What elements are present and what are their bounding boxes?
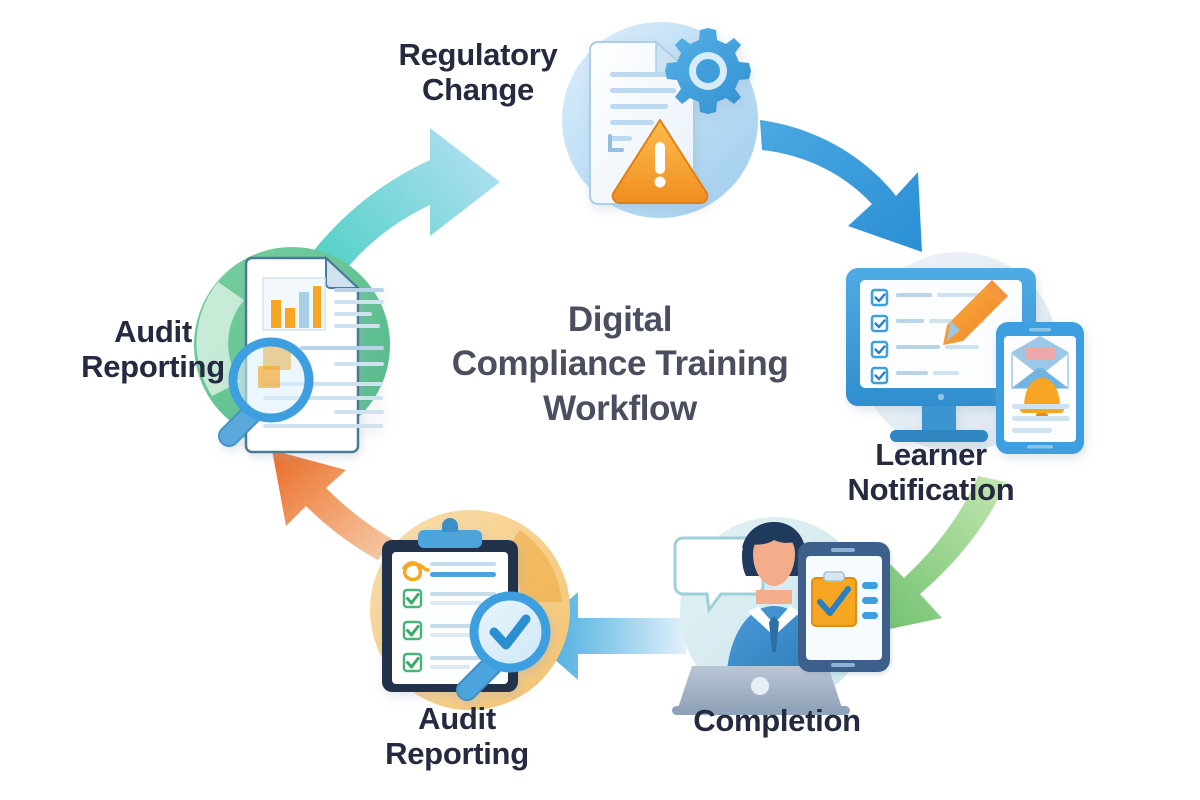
clipboard-checklist-magnifier-icon [382,518,551,701]
node-label-regulatory-change: Regulatory Change [398,37,558,107]
node-learner-notification[interactable] [846,252,1084,454]
node-completion[interactable] [672,517,890,715]
diagram-title: Digital Compliance Training Workflow [451,300,789,428]
tablet-notification-icon [996,322,1084,454]
report-chart-magnifier-icon [218,255,384,454]
pencil-icon [943,280,1008,345]
arrow-audit-to-regulatory [236,128,500,442]
node-audit-reporting-left[interactable] [194,247,390,454]
envelope-icon [1011,336,1069,389]
node-label-learner-notification: Learner Notification [847,437,1015,507]
gear-icon [665,28,751,114]
magnifier-check-icon [456,591,551,701]
node-label-audit-reporting-left: Audit Reporting [81,314,225,384]
magnifier-icon [218,337,314,447]
node-regulatory-change[interactable] [562,22,758,226]
node-label-audit-reporting-bottom: Audit Reporting [385,701,529,771]
warning-triangle-icon [611,119,709,204]
person-laptop-tablet-icon [672,522,890,715]
arrow-learner-to-completion [866,476,1006,634]
arrow-regulatory-to-learner [760,120,922,252]
tablet-clipboard-icon [798,542,890,672]
document-gear-warning-icon [589,28,751,205]
node-label-completion: Completion [693,703,861,738]
clipboard-check-icon [811,571,857,627]
laptop-icon [672,666,850,715]
node-audit-reporting-bottom[interactable] [370,510,570,710]
arrow-audit-to-audit [272,450,394,560]
